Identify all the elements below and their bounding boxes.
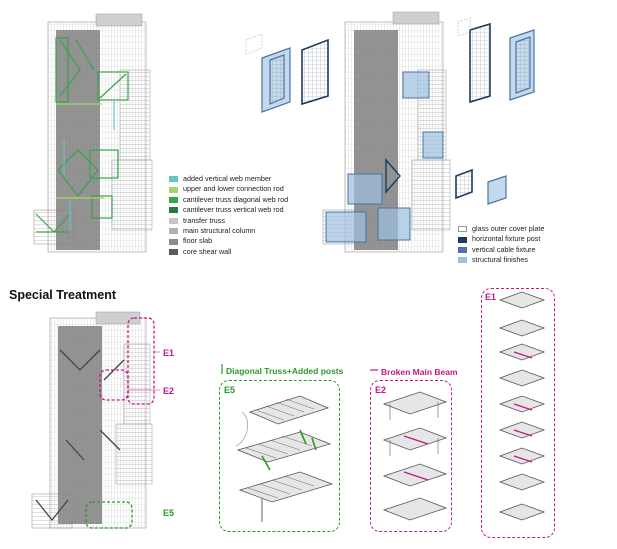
legend-label: upper and lower connection rod: [183, 184, 284, 194]
tower-special-treatment-view: [31, 311, 160, 529]
legend-item: main structural column: [169, 226, 288, 236]
legend-swatch: [169, 176, 178, 183]
legend-label: cantilever truss vertical web rod: [183, 205, 284, 215]
detail-box-e1: E1: [481, 288, 555, 538]
detail-e5-drawing: [235, 395, 334, 522]
legend-swatch: [169, 186, 178, 193]
detail-box-e2: E2: [370, 380, 452, 532]
legend-item: core shear wall: [169, 247, 288, 257]
legend-item: vertical cable fixture: [458, 245, 544, 255]
legend-item: cantilever truss diagonal web rod: [169, 195, 288, 205]
detail-box-e5: E5: [219, 380, 340, 532]
legend-swatch: [169, 207, 178, 214]
legend-swatch: [169, 248, 178, 255]
legend-swatch: [169, 196, 178, 203]
legend-item: cantilever truss vertical web rod: [169, 205, 288, 215]
legend-label: transfer truss: [183, 215, 225, 225]
tag-e1: E1: [163, 348, 175, 358]
detail-tag-e2: E2: [375, 385, 387, 395]
legend-swatch: [458, 246, 467, 253]
legend-label: core shear wall: [183, 246, 232, 256]
legend-item: glass outer cover plate: [458, 224, 544, 234]
header-broken-main-beam: Broken Main Beam: [381, 367, 458, 377]
legend-swatch: [169, 238, 178, 245]
legend-item: floor slab: [169, 236, 288, 246]
legend-swatch: [458, 226, 467, 233]
tag-e2: E2: [163, 386, 175, 396]
legend-structure: added vertical web member upper and lowe…: [169, 174, 288, 257]
detail-e2-drawing: [382, 391, 448, 521]
legend-swatch: [169, 228, 178, 235]
legend-label: horizontal fixture post: [472, 234, 541, 244]
legend-swatch: [458, 236, 467, 243]
tower-structure-legend-view: [33, 13, 153, 253]
legend-label: structural finishes: [472, 255, 528, 265]
detail-tag-e5: E5: [224, 385, 236, 395]
header-diagonal-truss: Diagonal Truss+Added posts: [226, 366, 344, 376]
legend-facade: glass outer cover plate horizontal fixtu…: [458, 224, 544, 266]
legend-swatch: [458, 257, 467, 264]
legend-label: glass outer cover plate: [472, 224, 545, 233]
legend-label: cantilever truss diagonal web rod: [183, 194, 289, 204]
legend-item: added vertical web member: [169, 174, 288, 184]
detail-e1-drawing: [498, 291, 546, 521]
legend-label: added vertical web member: [183, 174, 272, 183]
facade-panels-exploded: [245, 17, 535, 205]
detail-tag-e1: E1: [485, 292, 497, 302]
legend-swatch: [169, 217, 178, 224]
legend-item: horizontal fixture post: [458, 234, 544, 244]
legend-item: upper and lower connection rod: [169, 184, 288, 194]
section-title: Special Treatment: [9, 288, 116, 302]
legend-item: structural finishes: [458, 255, 544, 265]
legend-label: vertical cable fixture: [472, 244, 536, 254]
tower-facade-view: [322, 11, 451, 253]
legend-label: main structural column: [183, 225, 256, 235]
legend-label: floor slab: [183, 236, 213, 246]
legend-item: transfer truss: [169, 216, 288, 226]
tag-e5: E5: [163, 508, 175, 518]
